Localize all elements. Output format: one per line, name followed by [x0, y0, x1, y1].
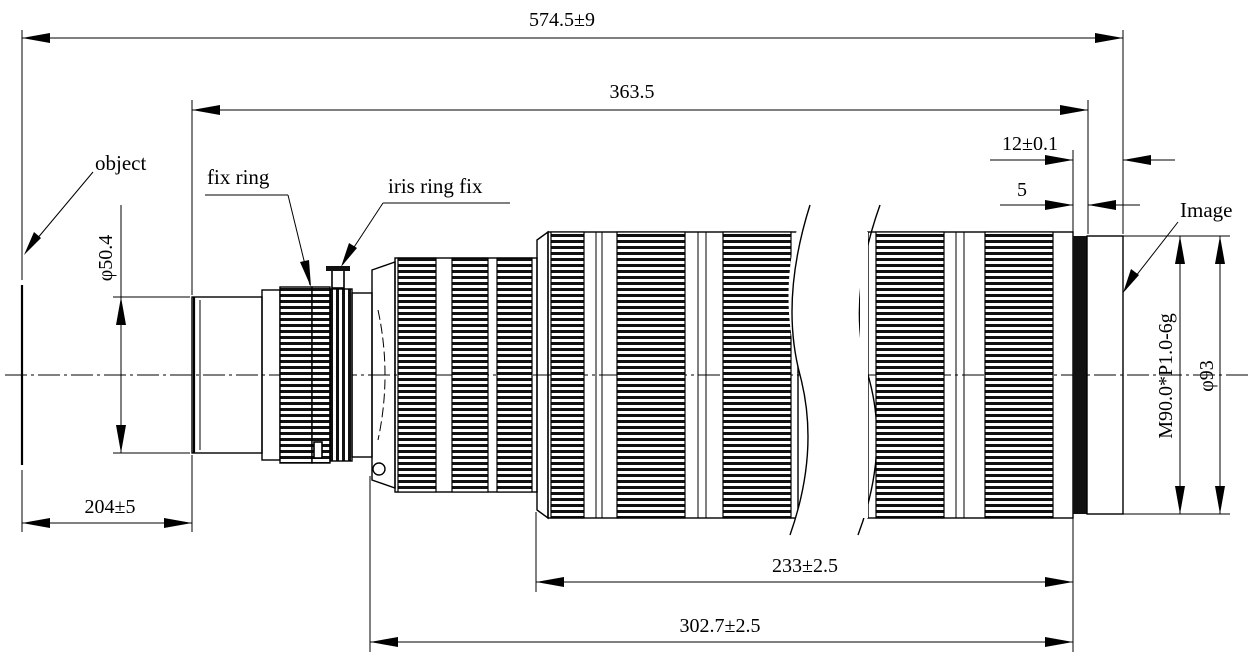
- dim-rear-diameter: φ93: [1196, 236, 1225, 514]
- dim-rear-302-text: 302.7±2.5: [680, 615, 761, 637]
- label-image-text: Image: [1180, 198, 1232, 222]
- label-iris-ring-fix: iris ring fix: [341, 174, 510, 267]
- barrel-ring-2: [616, 231, 686, 519]
- dim-overall-length: 574.5±9: [22, 9, 1123, 43]
- barrel-ring-3: [722, 231, 792, 519]
- dim-rear-302: 302.7±2.5: [370, 615, 1073, 647]
- label-fix-ring-text: fix ring: [207, 165, 270, 189]
- barrel-ring-1: [550, 231, 585, 519]
- dim-object-distance: 204±5: [22, 496, 192, 528]
- label-iris-ring-fix-text: iris ring fix: [388, 174, 483, 198]
- dim-rear-233: 233±2.5: [536, 555, 1073, 587]
- dim-rear-233-text: 233±2.5: [772, 555, 838, 577]
- dim-thread: M90.0*P1.0-6g: [1155, 236, 1185, 514]
- break-line-left: [789, 204, 811, 536]
- dim-flange-12: 12±0.1: [990, 133, 1175, 165]
- dim-front-diameter: φ50.4: [95, 205, 126, 453]
- dim-lens-length: 363.5: [192, 81, 1088, 115]
- label-object-text: object: [95, 151, 146, 175]
- dim-flange-12-text: 12±0.1: [1002, 133, 1058, 155]
- label-fix-ring: fix ring: [205, 165, 311, 287]
- dim-object-distance-text: 204±5: [85, 496, 136, 518]
- zoom-ring-1: [397, 257, 437, 493]
- dim-thread-text: M90.0*P1.0-6g: [1155, 313, 1177, 439]
- barrel-ring-5: [984, 231, 1054, 519]
- label-object: object: [24, 151, 146, 255]
- zoom-ring-3: [496, 257, 533, 493]
- dim-lens-length-text: 363.5: [610, 81, 655, 103]
- zoom-ring-2: [451, 257, 489, 493]
- dim-rear-diameter-text: φ93: [1196, 360, 1218, 392]
- fix-ring: [279, 286, 313, 464]
- dim-flange-5: 5: [1000, 179, 1140, 210]
- lens-body: [191, 204, 1124, 536]
- dim-front-diameter-text: φ50.4: [95, 235, 117, 282]
- iris-ring: [329, 288, 353, 462]
- rear-thread: [1073, 236, 1087, 514]
- barrel-ring-4: [875, 231, 945, 519]
- label-image: Image: [1123, 198, 1232, 293]
- dim-flange-5-text: 5: [1017, 179, 1027, 201]
- dim-overall-length-text: 574.5±9: [529, 9, 595, 31]
